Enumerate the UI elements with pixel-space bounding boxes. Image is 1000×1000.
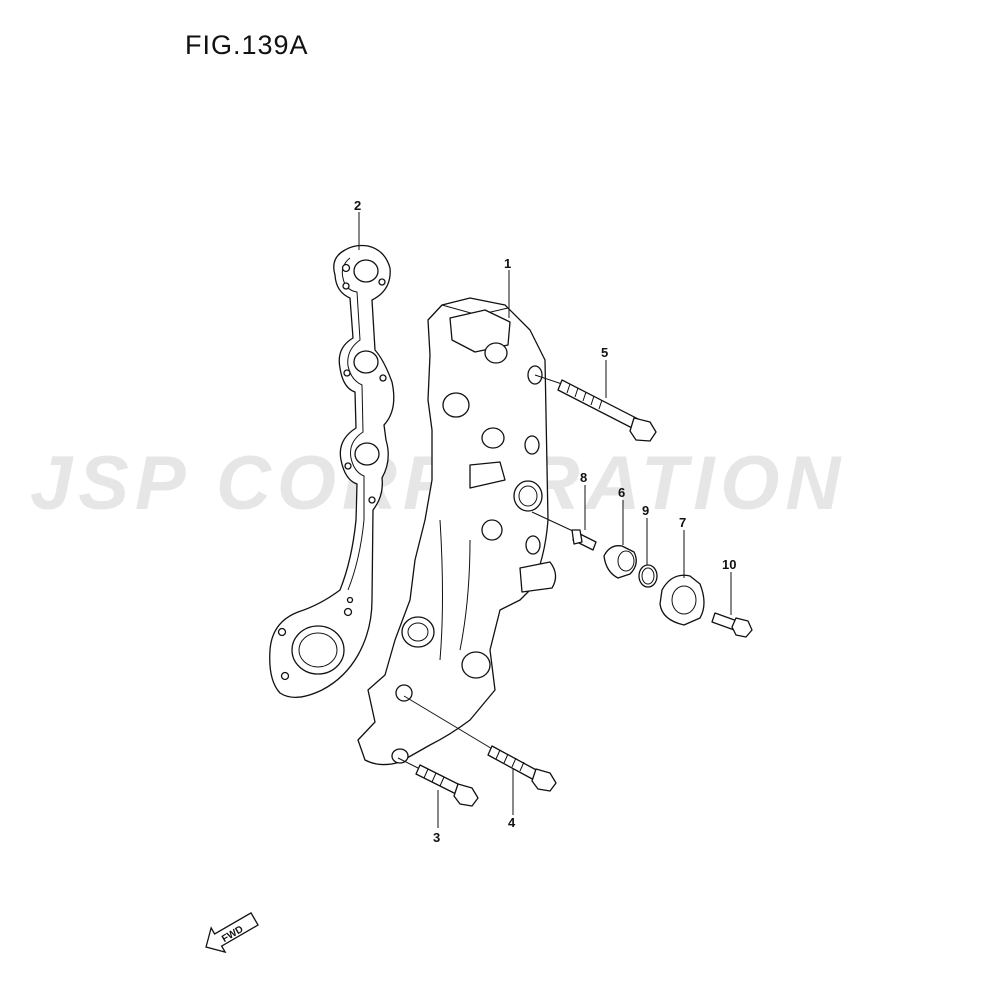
manifold-part bbox=[357, 297, 557, 766]
callout-9: 9 bbox=[642, 503, 649, 518]
callout-10: 10 bbox=[722, 557, 736, 572]
bolt-3-part bbox=[397, 757, 479, 807]
callout-4: 4 bbox=[508, 815, 516, 830]
small-parts bbox=[531, 511, 753, 638]
callout-leaders bbox=[358, 212, 732, 828]
callout-6: 6 bbox=[618, 485, 625, 500]
fwd-label: FWD bbox=[220, 924, 245, 945]
callout-8: 8 bbox=[580, 470, 587, 485]
fwd-arrow-icon: FWD bbox=[205, 912, 259, 954]
callout-3: 3 bbox=[433, 830, 440, 845]
callout-1: 1 bbox=[504, 256, 511, 271]
bolt-5-part bbox=[534, 374, 657, 442]
callout-5: 5 bbox=[601, 345, 608, 360]
bolt-4-part bbox=[403, 695, 557, 792]
gasket-part bbox=[269, 244, 395, 698]
callout-7: 7 bbox=[679, 515, 686, 530]
figure-title: FIG.139A bbox=[185, 30, 309, 60]
callout-2: 2 bbox=[354, 198, 361, 213]
